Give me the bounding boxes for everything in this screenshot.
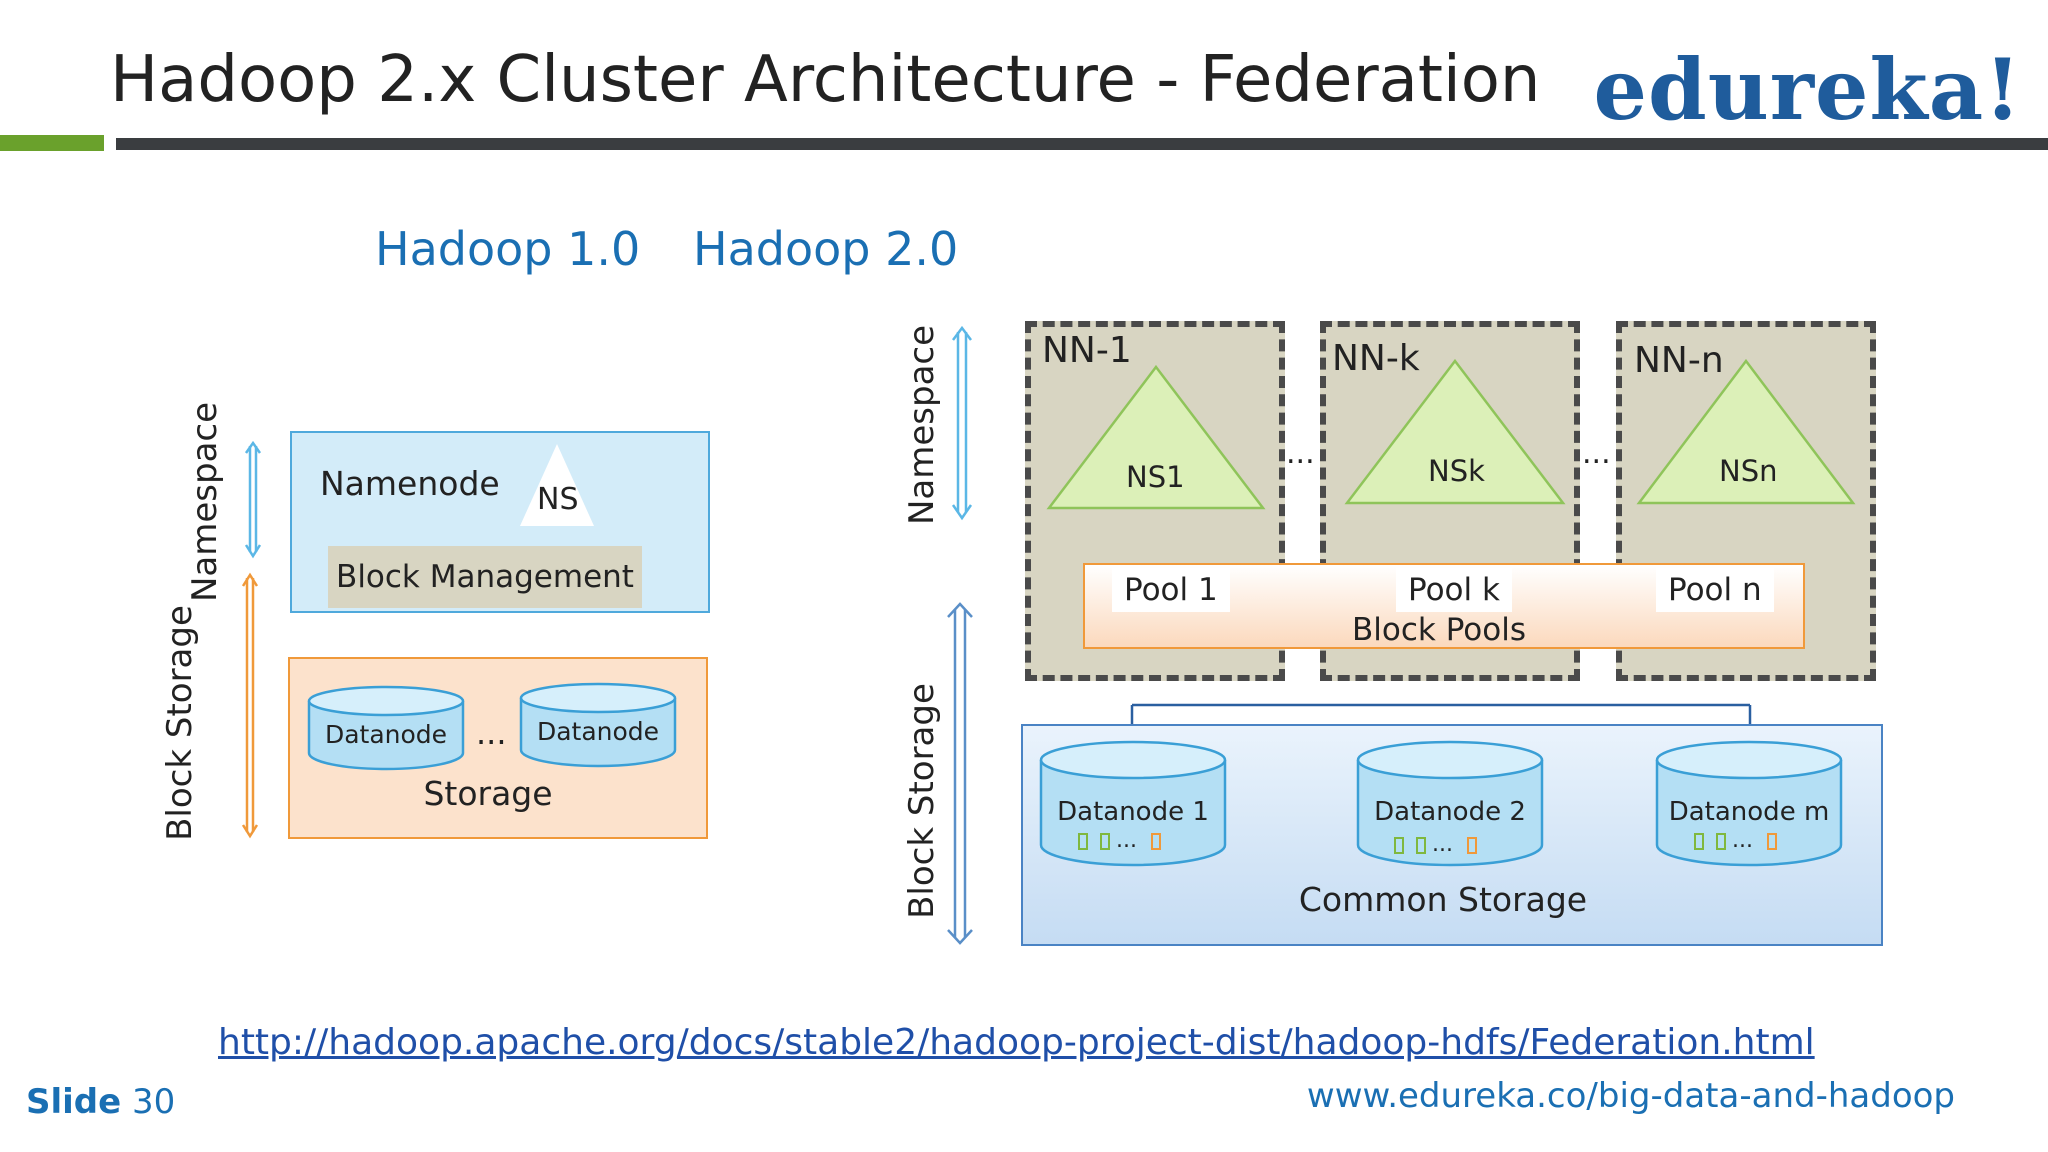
block-storage-arrow-2: [947, 602, 973, 945]
nn-n-label: NN-n: [1634, 340, 1724, 381]
block-management-label: Block Management: [336, 559, 634, 595]
block-icon: [1416, 836, 1426, 854]
site-url: www.edureka.co/big-data-and-hadoop: [1306, 1076, 1955, 1116]
header-accent-bar: [0, 135, 104, 151]
edureka-logo: edureka!: [1593, 40, 2022, 139]
hadoop-1-heading: Hadoop 1.0: [375, 222, 641, 276]
pool-k-tag: Pool k: [1396, 568, 1512, 612]
pool-n-tag: Pool n: [1656, 568, 1774, 612]
namenode-ellipsis-1: ...: [1286, 436, 1315, 471]
block-icon: [1150, 832, 1161, 850]
common-storage-label: Common Storage: [1298, 880, 1588, 919]
datanode-m-blocks: ...: [1688, 826, 1783, 856]
slide-label: Slide: [26, 1082, 122, 1122]
datanode-cylinder-left: [307, 685, 465, 771]
block-icon: [1694, 832, 1704, 850]
hadoop-2-heading: Hadoop 2.0: [693, 222, 959, 276]
block-icon: [1078, 832, 1088, 850]
nn-1-label: NN-1: [1042, 330, 1132, 371]
datanode-2-dots: ...: [1432, 832, 1453, 857]
ns1-triangle: [1046, 364, 1266, 510]
ns1-label: NS1: [1126, 460, 1185, 494]
block-icon: [1766, 832, 1777, 850]
datanode-2-cylinder: [1356, 740, 1544, 867]
namespace-arrow: [244, 440, 262, 559]
nsn-triangle: [1636, 358, 1856, 505]
datanode-cylinder-right: [519, 682, 677, 768]
namespace-arrow-2: [951, 325, 973, 521]
datanode-right-label: Datanode: [536, 717, 660, 746]
slide-number: Slide 30: [26, 1082, 175, 1122]
nsk-label: NSk: [1428, 454, 1485, 488]
datanode-left-label: Datanode: [324, 720, 448, 749]
block-icon: [1100, 832, 1110, 850]
slide-title: Hadoop 2.x Cluster Architecture - Federa…: [110, 43, 1541, 117]
datanode-1-blocks: ...: [1072, 826, 1167, 856]
block-icon: [1716, 832, 1726, 850]
datanode-2-blocks: ...: [1388, 830, 1483, 860]
ns-triangle: [520, 444, 594, 526]
block-icon: [1466, 836, 1477, 854]
namenode-label: Namenode: [320, 464, 500, 503]
ns-label: NS: [537, 482, 579, 517]
federation-doc-link[interactable]: http://hadoop.apache.org/docs/stable2/ha…: [218, 1022, 1815, 1063]
datanode-1-label: Datanode 1: [1057, 797, 1209, 827]
datanode-1-dots: ...: [1116, 828, 1137, 853]
block-icon: [1394, 836, 1404, 854]
pool-1-tag: Pool 1: [1112, 568, 1230, 612]
storage-label: Storage: [423, 774, 553, 813]
nn-k-label: NN-k: [1332, 338, 1420, 379]
datanode-ellipsis: ...: [476, 714, 507, 752]
block-storage-arrow: [241, 572, 259, 839]
block-management-box: [328, 546, 642, 608]
namenode-ellipsis-2: ...: [1582, 436, 1611, 471]
datanode-m-dots: ...: [1732, 828, 1753, 853]
nsk-triangle: [1344, 358, 1566, 505]
datanode-m-label: Datanode m: [1668, 797, 1830, 827]
datanode-2-label: Datanode 2: [1374, 797, 1526, 827]
nsn-label: NSn: [1719, 454, 1778, 488]
block-pools-label: Block Pools: [1352, 612, 1526, 648]
slide-number-value: 30: [132, 1082, 176, 1122]
header-divider: [116, 138, 2048, 150]
